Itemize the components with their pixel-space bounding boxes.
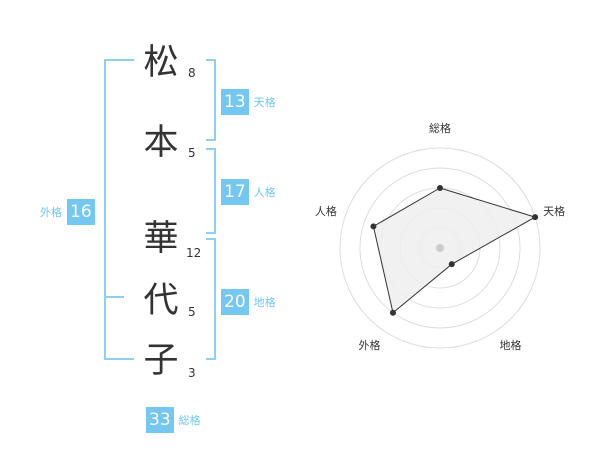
radar-point <box>448 261 455 268</box>
name-char-2: 本 <box>143 123 179 163</box>
radar-area <box>372 187 537 314</box>
tenkaku-label: 天格 <box>253 96 276 109</box>
radar-axis-label: 総格 <box>429 121 451 135</box>
radar-axis-label: 人格 <box>315 204 337 218</box>
gaikaku-value: 16 <box>67 199 95 225</box>
gaikaku-bracket <box>104 59 134 360</box>
radar-point <box>437 185 443 191</box>
gaikaku-badge: 外格 16 <box>40 199 95 225</box>
radar-center-dot <box>436 244 444 252</box>
soukaku-badge: 33 総格 <box>146 407 201 433</box>
radar-axis-label: 外格 <box>358 338 380 352</box>
stroke-count-3: 12 <box>186 246 202 260</box>
radar-point <box>389 309 396 316</box>
name-char-5: 子 <box>143 341 179 381</box>
radar-point <box>532 214 539 221</box>
radar-ring <box>339 147 541 349</box>
radar-axis-label: 地格 <box>500 338 522 352</box>
jinkaku-badge: 17 人格 <box>221 179 276 205</box>
chikaku-bracket <box>206 238 216 360</box>
tenkaku-value: 13 <box>221 89 249 115</box>
jinkaku-value: 17 <box>221 179 249 205</box>
radar-point <box>370 223 377 230</box>
name-char-4: 代 <box>143 281 179 321</box>
soukaku-value: 33 <box>146 407 174 433</box>
tenkaku-badge: 13 天格 <box>221 89 276 115</box>
jinkaku-label: 人格 <box>253 186 276 199</box>
stroke-count-4: 5 <box>188 305 196 319</box>
chikaku-value: 20 <box>221 289 249 315</box>
radar-points <box>370 185 539 316</box>
chikaku-badge: 20 地格 <box>221 289 276 315</box>
stroke-count-1: 8 <box>188 66 196 80</box>
radar-ring <box>359 167 521 329</box>
tenkaku-bracket <box>206 59 216 141</box>
jinkaku-bracket <box>206 148 216 234</box>
gaikaku-bracket-tick <box>104 296 124 298</box>
stroke-count-2: 5 <box>188 146 196 160</box>
stroke-count-5: 3 <box>188 366 196 380</box>
chikaku-label: 地格 <box>253 296 276 309</box>
name-char-1: 松 <box>143 43 179 83</box>
gaikaku-label: 外格 <box>40 206 62 219</box>
radar-axis-label: 天格 <box>543 204 565 218</box>
name-char-3: 華 <box>143 219 179 259</box>
soukaku-label: 総格 <box>178 414 201 427</box>
